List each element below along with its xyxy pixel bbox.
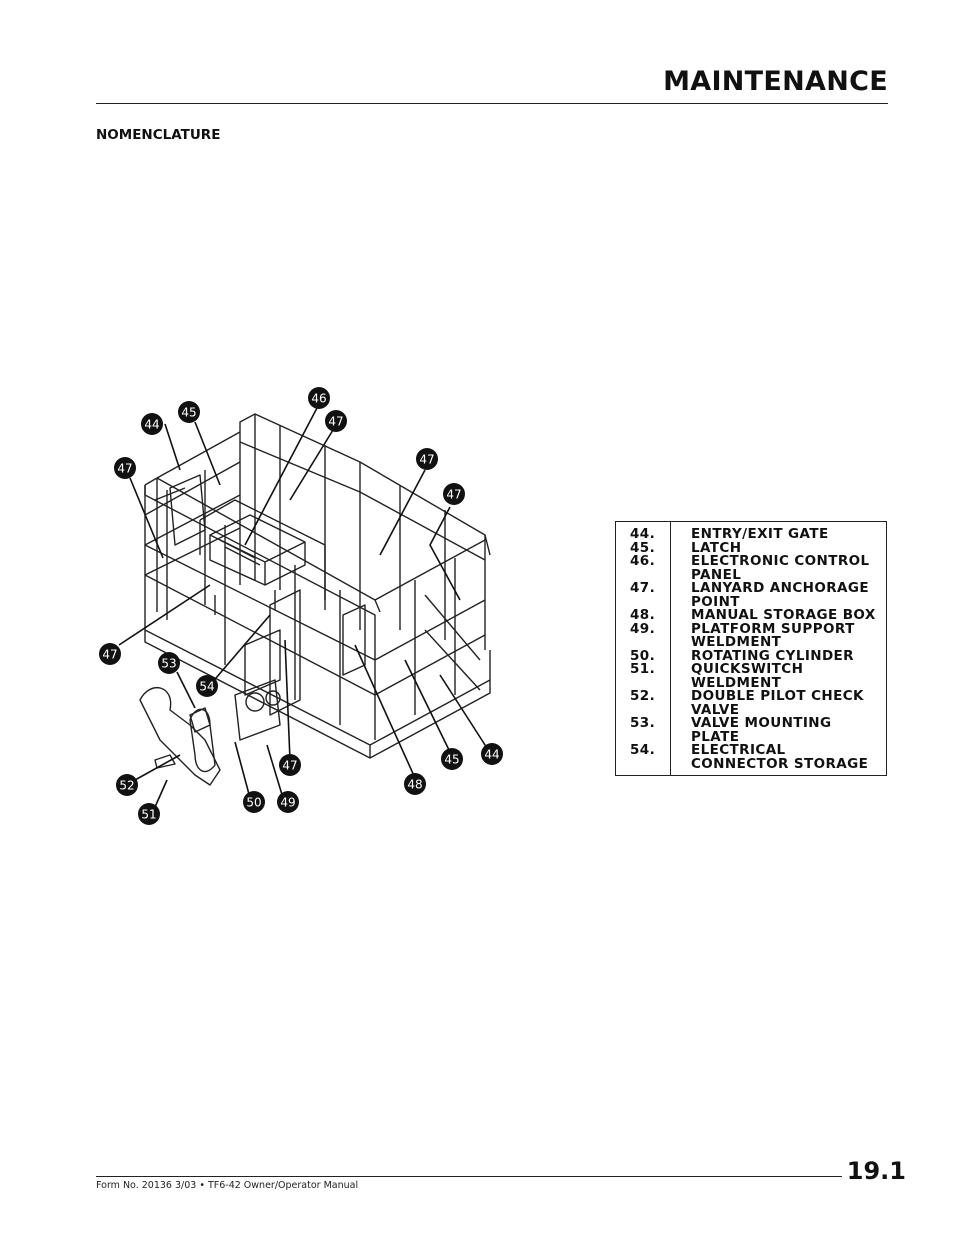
page-number: 19.1: [846, 1157, 906, 1185]
entry-gate: [169, 474, 206, 546]
callout-label: 47: [328, 415, 343, 429]
legend-item: 51. QUICKSWITCH WELDMENT: [616, 661, 886, 691]
nomenclature-legend: 44. ENTRY/EXIT GATE 45. LATCH 46. ELECTR…: [615, 521, 887, 776]
callout-marker: 47: [416, 448, 438, 470]
footer-form-info: Form No. 20136 3/03 • TF6-42 Owner/Opera…: [96, 1180, 359, 1191]
legend-item-label: LATCH: [691, 539, 742, 556]
callout-marker: 44: [481, 743, 503, 765]
callout-marker: 53: [158, 652, 180, 674]
legend-divider: [670, 522, 671, 775]
leader-lines: [118, 407, 488, 808]
legend-item-number: 53.: [630, 715, 656, 731]
callout-label: 49: [280, 796, 295, 810]
legend-item-number: 50.: [630, 647, 656, 664]
callout-marker: 46: [308, 387, 330, 409]
legend-item: 47. LANYARD ANCHORAGE POINT: [616, 580, 886, 610]
callout-marker: 47: [443, 483, 465, 505]
section-heading: NOMENCLATURE: [96, 127, 221, 143]
legend-item-number: 45.: [630, 539, 656, 556]
legend-item-label: ENTRY/EXIT GATE: [691, 526, 829, 542]
legend-item-number: 44.: [630, 526, 656, 542]
callout-marker: 47: [279, 754, 301, 776]
legend-item-number: 54.: [630, 742, 656, 758]
callout-marker: 51: [138, 803, 160, 825]
platform-illustration: 44 45 47 46 47 47 47 47 53 54 52 51 50 4…: [95, 380, 515, 830]
legend-item-number: 49.: [630, 620, 656, 637]
legend-list: 44. ENTRY/EXIT GATE 45. LATCH 46. ELECTR…: [616, 526, 886, 772]
quickswitch: [139, 687, 221, 786]
legend-item-label: PLATFORM SUPPORT WELDMENT: [691, 620, 855, 650]
callout-marker: 48: [404, 773, 426, 795]
callout-label: 47: [102, 648, 117, 662]
legend-item-number: 48.: [630, 607, 656, 623]
control-panel-box: [209, 514, 306, 586]
callout-label: 47: [282, 759, 297, 773]
legend-item: 50. ROTATING CYLINDER: [616, 647, 886, 664]
legend-item-label: VALVE MOUNTING PLATE: [691, 715, 832, 745]
callout-label: 48: [407, 778, 422, 792]
platform-drawing: 44 45 47 46 47 47 47 47 53 54 52 51 50 4…: [99, 387, 503, 825]
legend-item-label: MANUAL STORAGE BOX: [691, 607, 876, 623]
legend-item-label: ROTATING CYLINDER: [691, 647, 854, 664]
legend-item: 54. ELECTRICAL CONNECTOR STORAGE: [616, 742, 886, 772]
callout-label: 45: [181, 406, 196, 420]
legend-item-label: ELECTRONIC CONTROL PANEL: [691, 553, 870, 583]
callout-markers: 44 45 47 46 47 47 47 47 53 54 52 51 50 4…: [99, 387, 503, 825]
callout-label: 47: [446, 488, 461, 502]
callout-marker: 54: [196, 675, 218, 697]
callout-marker: 47: [114, 457, 136, 479]
callout-marker: 50: [243, 791, 265, 813]
legend-item: 49. PLATFORM SUPPORT WELDMENT: [616, 620, 886, 650]
rear-top-rail: [239, 413, 491, 556]
legend-item: 46. ELECTRONIC CONTROL PANEL: [616, 553, 886, 583]
callout-label: 46: [311, 392, 326, 406]
legend-item-number: 46.: [630, 553, 656, 569]
front-top-rail: [144, 485, 376, 740]
callout-label: 51: [141, 808, 156, 822]
legend-item: 53. VALVE MOUNTING PLATE: [616, 715, 886, 745]
callout-marker: 47: [325, 410, 347, 432]
callout-label: 44: [144, 418, 159, 432]
callout-marker: 49: [277, 791, 299, 813]
callout-label: 45: [444, 753, 459, 767]
callout-label: 47: [117, 462, 132, 476]
manual-storage-box: [342, 604, 366, 676]
legend-item-number: 51.: [630, 661, 656, 677]
callout-label: 53: [161, 657, 176, 671]
footer-divider: [96, 1176, 842, 1177]
callout-marker: 52: [116, 774, 138, 796]
callout-label: 54: [199, 680, 214, 694]
legend-item: 52. DOUBLE PILOT CHECK VALVE: [616, 688, 886, 718]
rotating-cylinder: [234, 679, 281, 741]
callout-marker: 45: [441, 748, 463, 770]
legend-item-number: 52.: [630, 688, 656, 704]
legend-item: 45. LATCH: [616, 539, 886, 556]
callout-marker: 47: [99, 643, 121, 665]
legend-item-label: QUICKSWITCH WELDMENT: [691, 661, 804, 691]
header-divider: [96, 103, 888, 104]
legend-item-label: LANYARD ANCHORAGE POINT: [691, 580, 869, 610]
valve-plate: [189, 707, 211, 733]
callout-marker: 44: [141, 413, 163, 435]
callout-label: 47: [419, 453, 434, 467]
legend-item: 44. ENTRY/EXIT GATE: [616, 526, 886, 542]
callout-label: 50: [246, 796, 261, 810]
legend-item-label: ELECTRICAL CONNECTOR STORAGE: [691, 742, 869, 772]
callout-label: 44: [484, 748, 499, 762]
legend-item-label: DOUBLE PILOT CHECK VALVE: [691, 688, 864, 718]
callout-label: 52: [119, 779, 134, 793]
page-title: MAINTENANCE: [663, 66, 888, 97]
legend-item: 48. MANUAL STORAGE BOX: [616, 607, 886, 623]
callout-marker: 45: [178, 401, 200, 423]
legend-item-number: 47.: [630, 580, 656, 596]
support-weldment: [269, 589, 301, 716]
right-rail: [374, 539, 486, 696]
